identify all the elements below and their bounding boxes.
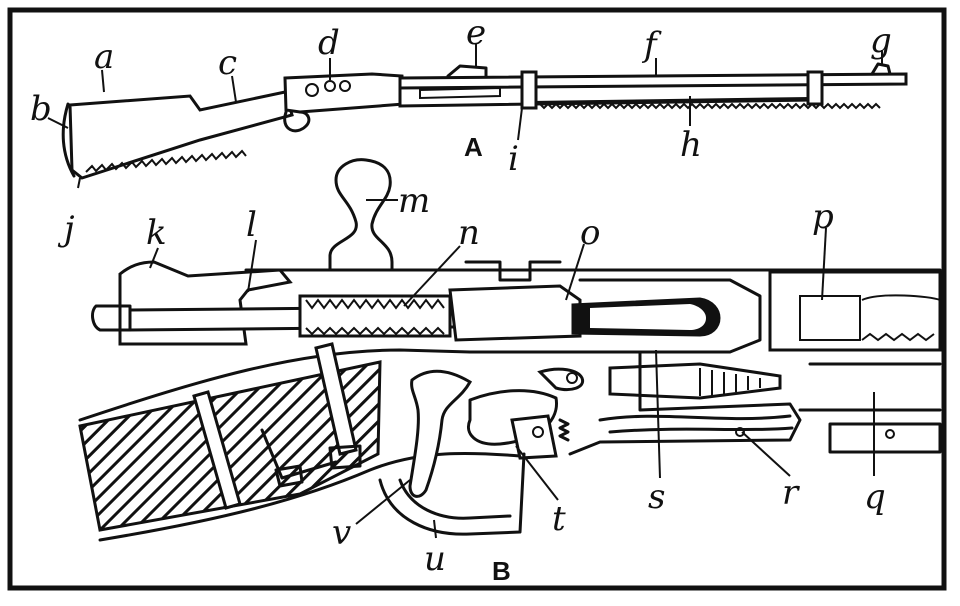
label-f: f bbox=[641, 25, 662, 65]
label-j: j bbox=[57, 209, 75, 249]
label-o: o bbox=[580, 213, 600, 253]
label-u: u bbox=[424, 539, 446, 579]
rifle-receiver bbox=[283, 72, 406, 114]
label-h: h bbox=[680, 125, 702, 165]
figure-a-rifle: a b c d e f g h i j A bbox=[30, 13, 908, 249]
label-i: i bbox=[508, 139, 519, 179]
label-l: l bbox=[246, 205, 257, 245]
label-s: s bbox=[648, 477, 665, 517]
label-b: b bbox=[30, 89, 52, 129]
rifle-barrel bbox=[398, 72, 908, 90]
diagram-frame bbox=[7, 7, 947, 591]
label-k: k bbox=[146, 213, 167, 253]
caption-b: B bbox=[492, 556, 511, 586]
label-t: t bbox=[552, 499, 566, 539]
label-r: r bbox=[782, 473, 800, 513]
label-c: c bbox=[218, 43, 237, 83]
label-p: p bbox=[812, 197, 834, 237]
label-v: v bbox=[332, 513, 351, 553]
figure-b-mechanism: k l m n o p q r s t u v B bbox=[78, 158, 942, 586]
label-n: n bbox=[458, 213, 480, 253]
label-e: e bbox=[466, 13, 486, 53]
rifle-stock bbox=[68, 90, 294, 180]
label-q: q bbox=[864, 477, 886, 517]
label-m: m bbox=[398, 181, 430, 221]
label-a: a bbox=[94, 37, 114, 77]
caption-a: A bbox=[464, 132, 483, 162]
label-g: g bbox=[870, 21, 892, 61]
label-d: d bbox=[318, 23, 340, 63]
